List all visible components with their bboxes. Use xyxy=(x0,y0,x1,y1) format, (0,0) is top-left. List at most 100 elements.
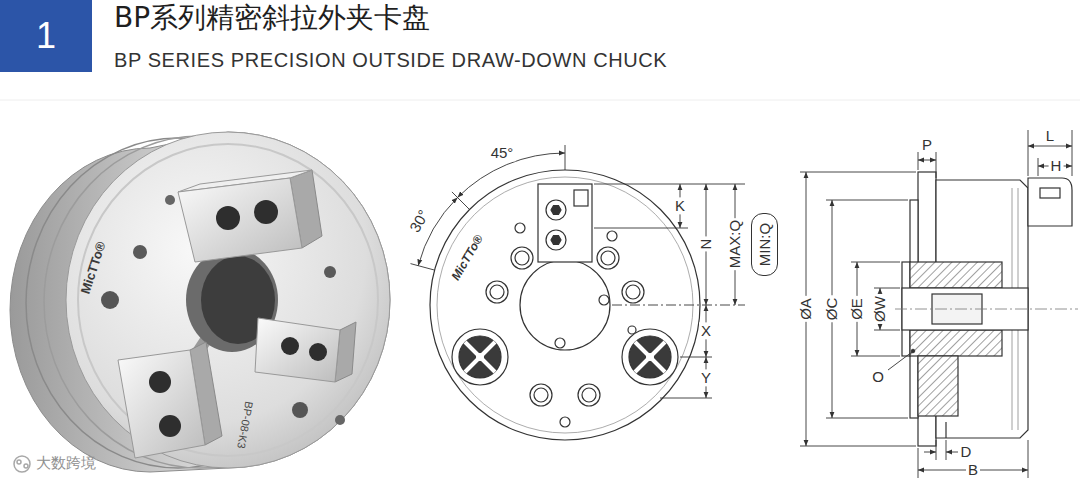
side-view-part xyxy=(910,330,1002,356)
front-view-part xyxy=(607,231,617,241)
front-dimensions xyxy=(411,145,746,398)
side-dimensions-part xyxy=(918,448,919,478)
front-view-part xyxy=(626,285,640,299)
front-view-part xyxy=(597,247,619,269)
front-view-part xyxy=(486,281,508,303)
side-view-part xyxy=(918,356,958,416)
side-dimensions-part xyxy=(874,288,900,289)
front-view-part xyxy=(534,388,548,402)
dimension-label: N xyxy=(697,237,714,252)
front-view-part xyxy=(574,190,588,206)
callout-label: O xyxy=(870,368,886,385)
title: BP系列精密斜拉外夹卡盘 xyxy=(114,2,430,34)
node-text: 1 xyxy=(36,15,56,56)
front-dimensions-part xyxy=(594,184,745,185)
side-dimensions-part xyxy=(936,440,937,460)
front-view-part xyxy=(530,384,552,406)
chuck-photo-part xyxy=(165,195,175,205)
dimension-label: L xyxy=(1044,127,1056,144)
chuck-photo-part xyxy=(335,415,345,425)
side-dimensions-part xyxy=(911,349,915,353)
front-view-part xyxy=(511,247,533,269)
side-dimensions-part xyxy=(1038,158,1039,176)
dimension-label: Y xyxy=(699,369,713,386)
front-view-part-part xyxy=(476,353,484,361)
front-dimensions-part xyxy=(680,357,712,358)
side-dimensions-part xyxy=(800,446,916,447)
chuck-photo-part xyxy=(133,245,147,259)
chuck-photo-part xyxy=(281,337,299,355)
front-view-part-part xyxy=(452,329,508,385)
watermark-icon-part xyxy=(24,464,28,468)
dimension-label: P xyxy=(920,136,934,153)
dimension-label: X xyxy=(699,322,713,339)
side-dimensions-part xyxy=(888,352,912,370)
dimension-label: B xyxy=(966,461,980,478)
side-dimensions-part xyxy=(1028,146,1072,147)
front-view-part xyxy=(551,236,561,245)
rounded-label-box: MIN:Q xyxy=(751,213,778,276)
front-dimensions-part xyxy=(565,145,566,170)
front-view-part-part xyxy=(646,353,654,361)
front-view-part xyxy=(515,251,529,265)
front-view-part xyxy=(538,184,592,262)
front-dimensions-part xyxy=(411,264,435,271)
watermark-icon-part xyxy=(14,456,30,472)
header-rule xyxy=(0,100,1080,101)
angle-label: 45° xyxy=(489,144,516,161)
node-text: MIN:Q xyxy=(755,222,772,265)
front-view-part xyxy=(515,223,525,233)
front-dimensions-part xyxy=(612,305,745,306)
watermark-icon-part xyxy=(17,460,21,464)
front-view-part xyxy=(555,338,565,348)
side-dimensions-part xyxy=(924,452,936,453)
front-view-part-part xyxy=(465,342,495,372)
side-dimensions-part xyxy=(851,262,900,263)
side-dimensions-part xyxy=(800,172,916,173)
chuck-photo-part xyxy=(216,206,240,230)
front-view-part xyxy=(578,384,600,406)
side-dimensions-part xyxy=(1028,440,1029,478)
chuck-photo-part xyxy=(66,132,390,468)
front-view-part xyxy=(546,200,566,220)
side-dimensions xyxy=(800,130,1072,478)
angle-label: 30° xyxy=(405,205,433,237)
front-view xyxy=(430,170,700,440)
diameter-label: ØC xyxy=(823,296,840,323)
chuck-photo-part xyxy=(118,350,205,458)
front-view-part xyxy=(601,251,615,265)
side-dimensions-part xyxy=(851,356,900,357)
chuck-photo-part xyxy=(149,371,171,393)
front-view-part-part xyxy=(629,336,671,378)
diameter-label: ØA xyxy=(797,296,814,322)
dimension-label: H xyxy=(1049,157,1064,174)
chuck-photo-part xyxy=(324,266,336,278)
front-view-part xyxy=(599,295,609,305)
side-dimensions-part xyxy=(1072,130,1073,176)
side-view-part xyxy=(1040,188,1060,198)
side-view-part xyxy=(895,309,1078,310)
front-view-part xyxy=(452,329,508,385)
chuck-photo-part xyxy=(159,415,181,437)
front-view-part-part xyxy=(635,342,665,372)
watermark: 大数跨境 xyxy=(36,455,96,472)
side-view xyxy=(895,172,1078,446)
chuck-photo-part xyxy=(78,144,378,456)
front-view-part xyxy=(622,329,678,385)
dimension-label: MAX:Q xyxy=(726,218,743,270)
front-view-part xyxy=(582,388,596,402)
side-dimensions-part xyxy=(946,452,958,453)
front-view-part xyxy=(430,170,700,440)
subtitle: BP SERIES PRECISION OUTSIDE DRAW-DOWN CH… xyxy=(114,49,667,72)
front-view-part xyxy=(560,417,570,427)
side-view-part xyxy=(910,262,1002,288)
chuck-photo-part xyxy=(101,291,119,309)
front-view-part-part xyxy=(459,336,501,378)
front-view-part xyxy=(622,281,644,303)
watermark-icon xyxy=(14,456,30,472)
side-dimensions-part xyxy=(936,152,937,178)
section-number-box: 1 xyxy=(0,0,92,72)
